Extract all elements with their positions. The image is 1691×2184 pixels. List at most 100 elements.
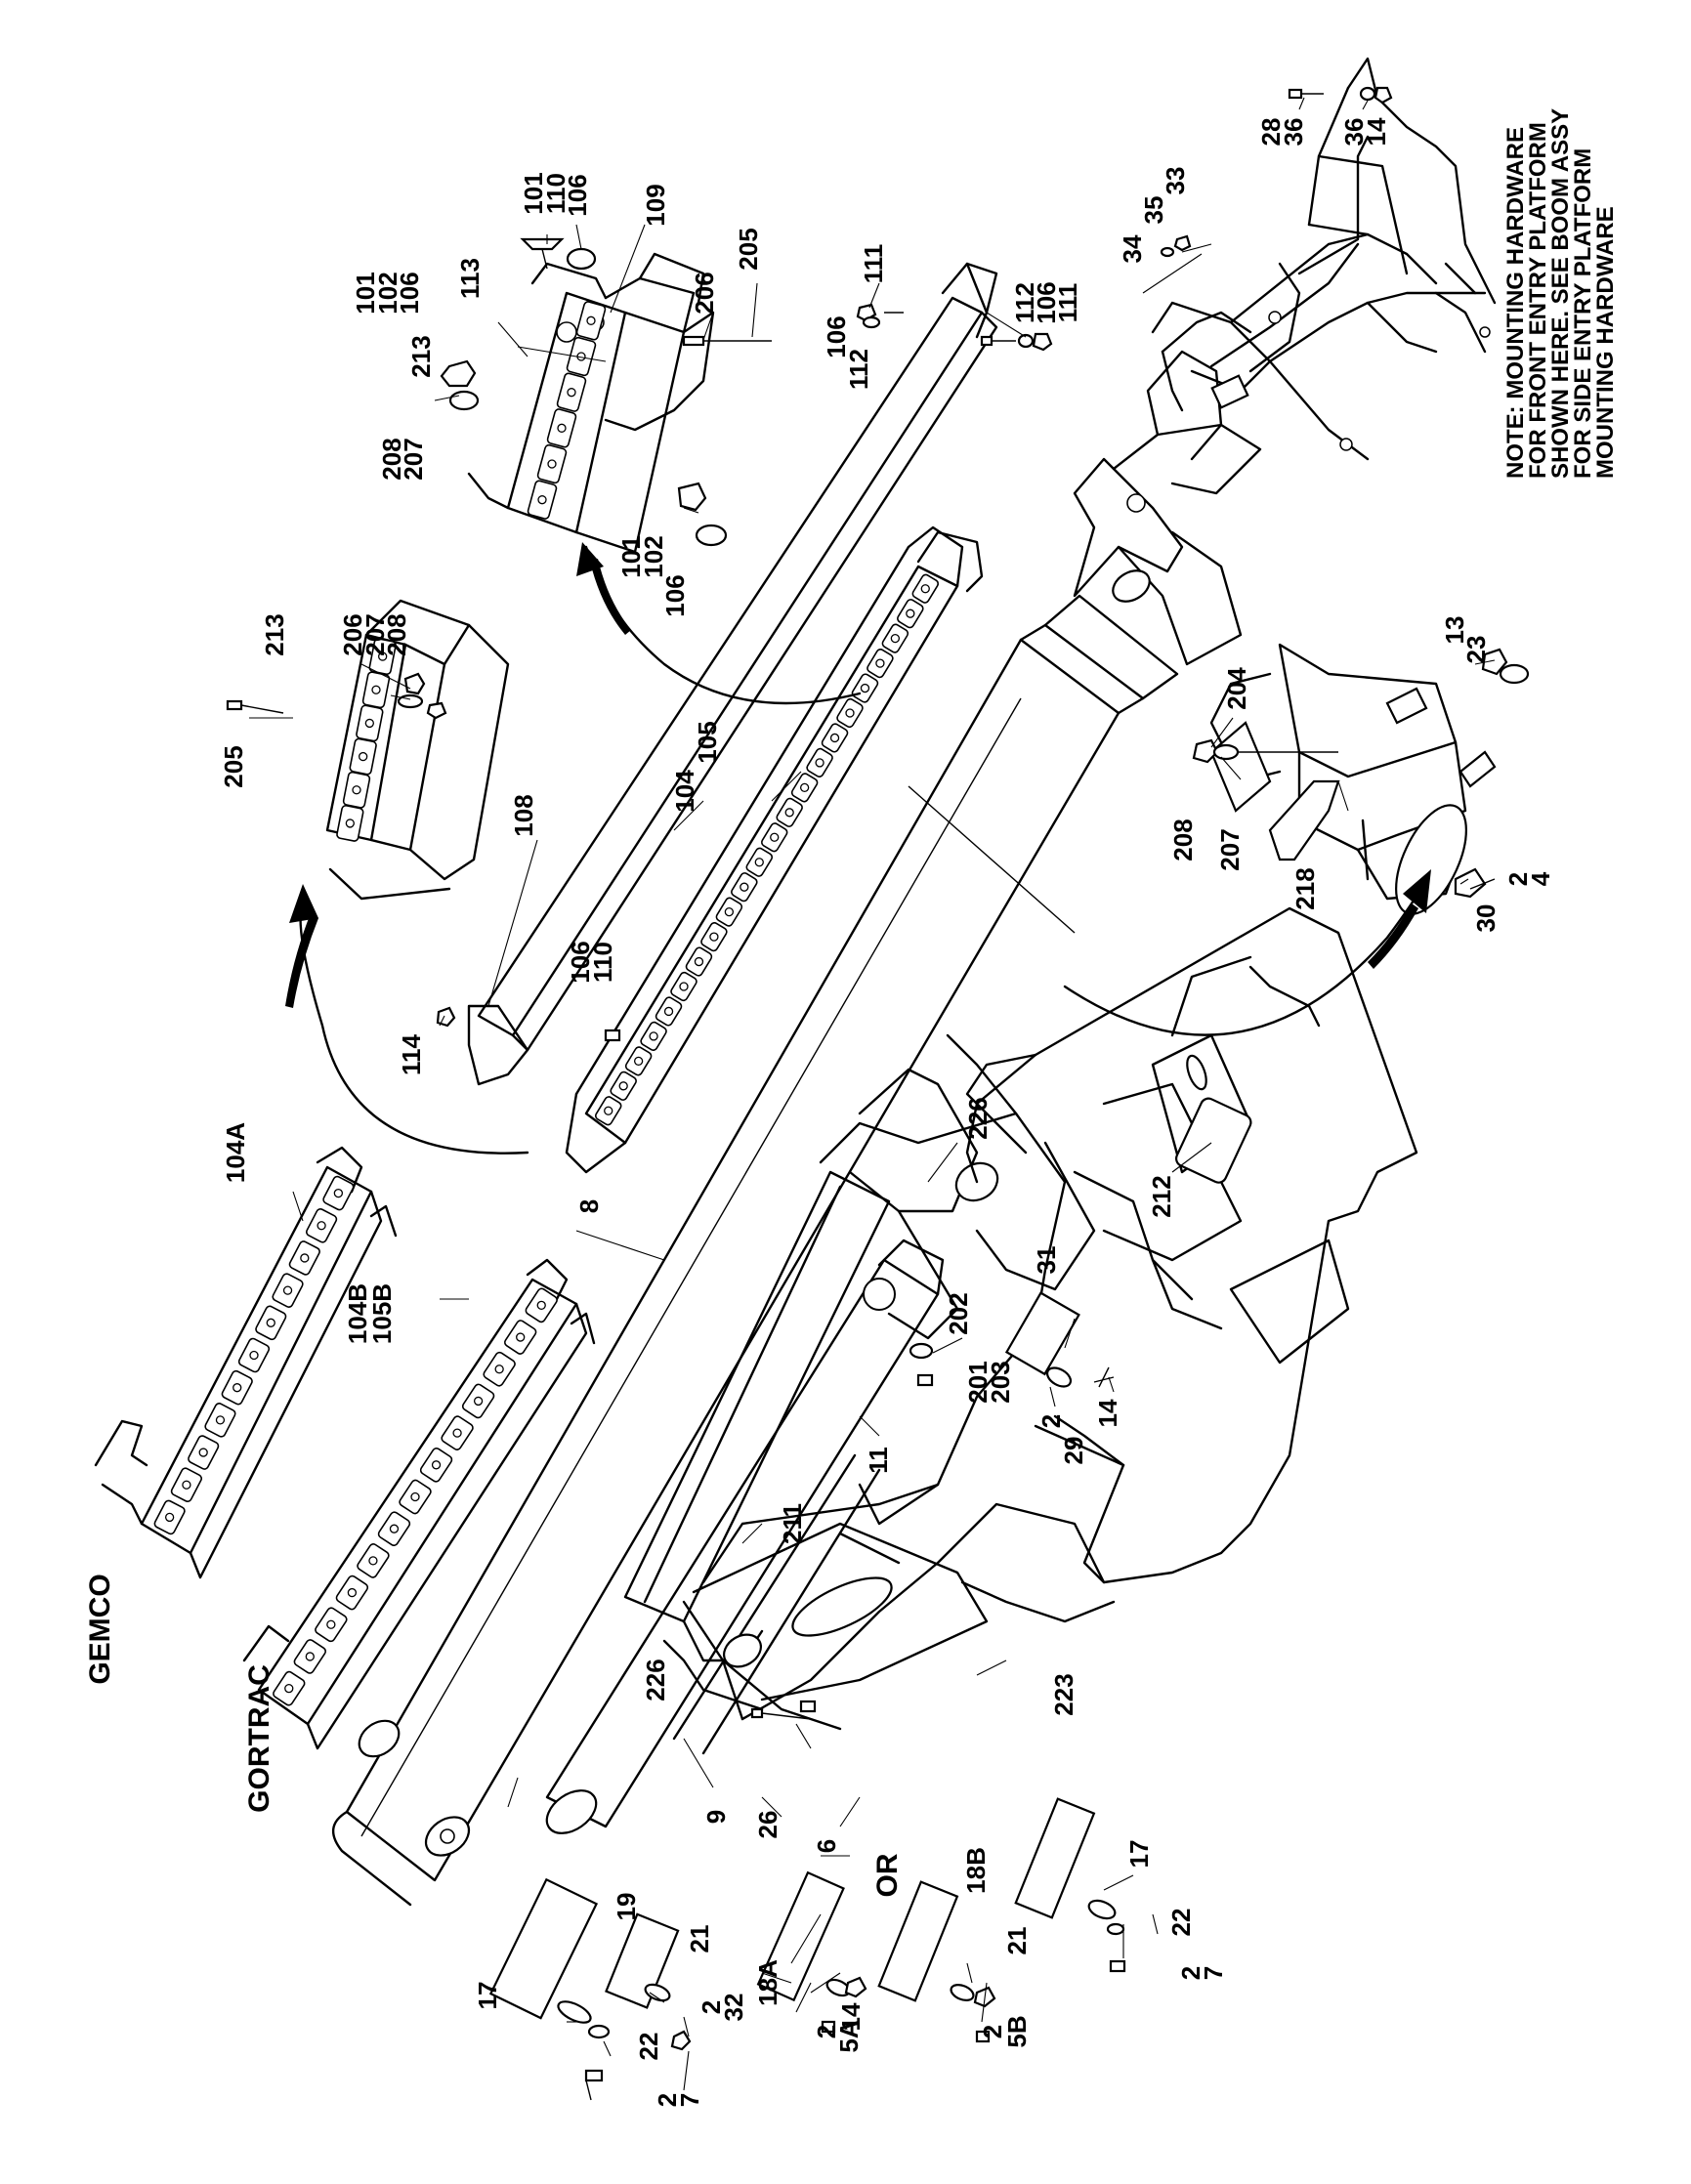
gortrac-cable-track-drawing [242, 1258, 596, 1750]
callout-206: 206 [690, 272, 719, 314]
chain-link-pin [679, 982, 689, 991]
chain-link-pin [604, 1106, 613, 1115]
callout-105: 105 [693, 721, 722, 763]
callout-213: 213 [260, 613, 289, 655]
callout-205: 205 [734, 228, 763, 270]
chain-link-pin [249, 1350, 259, 1361]
callout-112: 112 [1010, 282, 1039, 323]
callout-104b: 104B [343, 1283, 372, 1344]
callout-34: 34 [1118, 234, 1147, 263]
chain-link-pin [649, 1031, 658, 1041]
chain-link-pin [815, 758, 824, 768]
note-line-3: SHOWN HERE. SEE BOOM ASSY [1547, 108, 1574, 479]
callout-11: 11 [864, 1447, 893, 1474]
callout-226: 226 [641, 1659, 670, 1701]
chain-link-pin [215, 1415, 226, 1425]
callout-104a: 104A [221, 1122, 250, 1183]
callout-208: 208 [1168, 819, 1198, 861]
callout-8: 8 [574, 1199, 604, 1213]
chain-link-pin [198, 1448, 208, 1457]
callout-101: 101 [616, 535, 646, 577]
callout-6: 6 [812, 1839, 841, 1853]
callout-22: 22 [634, 2033, 663, 2061]
chain-link-pin [618, 1081, 628, 1091]
chain-link-pin [371, 685, 381, 694]
chain-link-pin [860, 683, 870, 693]
chain-link-pin [317, 1221, 326, 1231]
callout-106: 106 [395, 272, 424, 314]
callout-207: 207 [1215, 828, 1245, 870]
callout-18b: 18B [961, 1847, 991, 1894]
note-line-4: FOR SIDE ENTRY PLATFORM [1570, 148, 1596, 479]
callout-labels: GEMCO GORTRAC OR NOTE: MOUNTING HARDWARE… [84, 108, 1619, 2107]
callout-104: 104 [670, 770, 699, 813]
chain-link-pin [799, 782, 810, 793]
callout-102: 102 [373, 272, 402, 314]
callout-106: 106 [660, 574, 690, 616]
gemco-cable-track-drawing [94, 1146, 398, 1579]
detail-arrows [285, 542, 1431, 1155]
callout-7: 7 [675, 2093, 704, 2107]
callout-2: 2 [697, 2000, 726, 2014]
chain-link-pin [770, 832, 780, 842]
chain-link-pin [920, 584, 930, 594]
callout-33: 33 [1161, 167, 1190, 195]
chain-link-pin [784, 808, 794, 818]
chain-link-pin [364, 718, 374, 729]
callout-112: 112 [844, 349, 873, 390]
main-boom-drawing [332, 594, 1179, 1907]
chain-link-pin [300, 1253, 310, 1263]
turntable-base-drawing [662, 906, 1418, 1731]
callout-114: 114 [397, 1033, 426, 1074]
installed-cable-track-drawing [565, 525, 984, 1174]
callout-206: 206 [338, 613, 367, 655]
chain-link-pin [345, 819, 355, 828]
chain-link-pin [333, 1188, 344, 1198]
chain-link-pin [516, 1332, 526, 1342]
callout-110: 110 [541, 173, 571, 214]
callout-202: 202 [944, 1292, 973, 1334]
callout-26: 26 [753, 1811, 782, 1839]
callout-213: 213 [406, 335, 436, 377]
callout-208: 208 [382, 613, 411, 655]
chain-link-pin [282, 1285, 293, 1295]
callout-218: 218 [1290, 867, 1320, 909]
label-or: OR [871, 1853, 904, 1897]
note-line-5: MOUNTING HARDWARE [1592, 206, 1619, 479]
label-gortrac: GORTRAC [243, 1664, 275, 1813]
chain-link-pin [663, 1006, 674, 1017]
leader-lines [249, 97, 1496, 2091]
callout-223: 223 [1049, 1673, 1078, 1715]
callout-36: 36 [1339, 118, 1369, 147]
callout-101: 101 [519, 172, 548, 214]
chain-link-pin [266, 1318, 275, 1327]
callout-113: 113 [455, 258, 485, 299]
chain-link-pin [473, 1396, 484, 1407]
callout-5a: 5A [834, 2020, 864, 2052]
chain-link-pin [694, 956, 704, 967]
callout-4: 4 [1526, 871, 1555, 886]
callout-21: 21 [685, 1925, 714, 1953]
callout-207: 207 [399, 438, 428, 480]
chain-link-pin [347, 1587, 358, 1598]
callout-9: 9 [701, 1810, 731, 1824]
callout-106: 106 [822, 315, 851, 357]
callout-30: 30 [1471, 904, 1501, 933]
callout-2: 2 [812, 2025, 841, 2038]
lower-mounting-bracket-drawing [1209, 643, 1497, 915]
chain-link-pin [368, 1556, 378, 1566]
chain-link-pin [537, 495, 547, 505]
callout-212: 212 [1147, 1175, 1176, 1217]
callout-2: 2 [1503, 872, 1533, 886]
callout-35: 35 [1139, 196, 1168, 225]
callout-18a: 18A [753, 1959, 782, 2006]
chain-link-pin [359, 751, 368, 762]
chain-link-pin [284, 1684, 294, 1694]
callout-17: 17 [1124, 1840, 1154, 1869]
callout-14: 14 [1093, 1399, 1122, 1427]
callout-13: 13 [1440, 616, 1469, 645]
chain-link-pin [352, 785, 361, 795]
callout-204: 204 [1222, 667, 1251, 710]
callout-29: 29 [1059, 1437, 1088, 1465]
